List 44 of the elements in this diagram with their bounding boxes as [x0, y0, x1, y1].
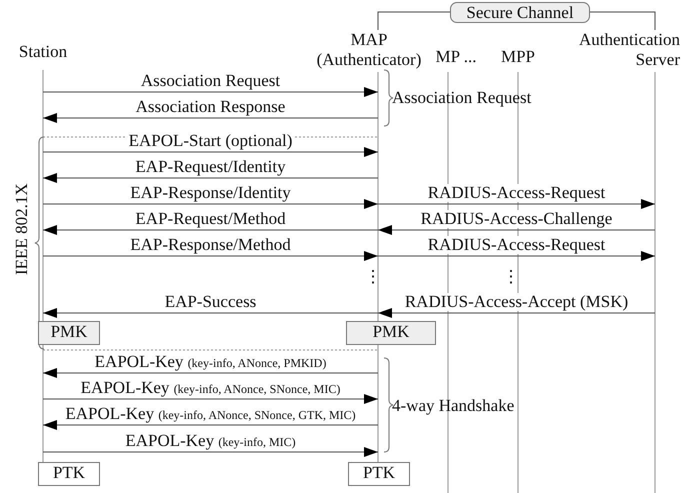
- arrow: [378, 308, 656, 318]
- participant-label: MP ...: [434, 47, 478, 67]
- participant-label: MPP: [496, 47, 540, 67]
- arrow: [42, 420, 378, 430]
- arrow: [42, 251, 378, 261]
- bracket-line: [590, 12, 656, 30]
- brace-label: IEEE 802.1X: [12, 183, 32, 275]
- ellipsis: ⋮: [502, 267, 520, 287]
- key-box: PMK: [346, 321, 436, 345]
- message-label: EAP-Request/Identity: [133, 158, 288, 176]
- arrow: [42, 173, 378, 183]
- arrow: [42, 113, 378, 123]
- key-box: PTK: [38, 462, 100, 486]
- message-label: EAP-Response/Method: [128, 236, 293, 254]
- message-label: EAP-Response/Identity: [128, 184, 293, 202]
- participant-label: Station: [18, 42, 68, 62]
- brace-label: Association Request: [392, 88, 532, 108]
- arrow: [42, 199, 378, 209]
- message-label: RADIUS-Access-Challenge: [418, 210, 614, 228]
- arrow: [42, 394, 378, 404]
- message-label: EAPOL-Start (optional): [126, 132, 294, 150]
- arrow: [42, 147, 378, 157]
- key-box: PTK: [348, 462, 410, 486]
- arrow: [42, 368, 378, 378]
- ellipsis: ⋮: [364, 267, 382, 287]
- participant-label: Authentication Server: [578, 30, 680, 70]
- message-label: Association Response: [134, 98, 288, 116]
- channel-label: Secure Channel: [450, 2, 590, 23]
- message-label: EAP-Request/Method: [133, 210, 288, 228]
- arrow: [42, 447, 378, 457]
- message-label: RADIUS-Access-Request: [426, 184, 608, 202]
- arrow: [42, 225, 378, 235]
- arrow: [378, 199, 656, 209]
- arrow: [42, 308, 378, 318]
- message-label: RADIUS-Access-Request: [426, 236, 608, 254]
- brace-label: 4-way Handshake: [392, 396, 514, 416]
- participant-label: MAP (Authenticator): [316, 30, 422, 70]
- arrow: [378, 251, 656, 261]
- key-box: PMK: [38, 321, 100, 345]
- arrow: [378, 225, 656, 235]
- message-label: RADIUS-Access-Accept (MSK): [402, 293, 630, 311]
- bracket-line: [378, 12, 450, 30]
- message-label: Association Request: [138, 72, 282, 90]
- arrow: [42, 87, 378, 97]
